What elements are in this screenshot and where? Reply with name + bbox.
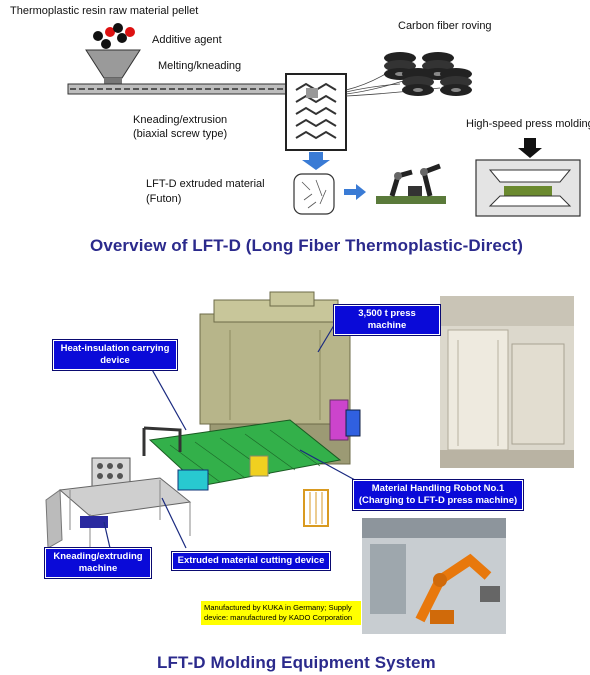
down-arrow-icon (302, 152, 330, 170)
carbon-fiber-spools-icon (384, 52, 472, 96)
kneading-machine-model (45, 457, 192, 549)
press-label: High-speed press molding (466, 118, 590, 130)
melting-label: Melting/kneading (158, 60, 242, 72)
kneading-sublabel: (biaxial screw type) (133, 128, 228, 140)
manufacturer-note-line2: device: manufactured by KADO Corporation (204, 613, 353, 622)
press-machine-label: 3,500 t press machine (334, 305, 440, 335)
carbon-fiber-label: Carbon fiber roving (398, 20, 492, 32)
robot-label-line2: (Charging to LFT-D press machine) (358, 495, 518, 506)
manufacturer-note: Manufactured by KUKA in Germany; Supply … (201, 601, 361, 625)
heat-insulation-label-line1: Heat-insulation carrying (60, 343, 170, 354)
heat-insulation-label: Heat-insulation carrying device (53, 340, 177, 370)
overview-title: Overview of LFT-D (Long Fiber Thermoplas… (90, 236, 523, 255)
robot-photo (362, 518, 506, 634)
kneading-label: Kneading/extrusion (133, 114, 228, 126)
heat-insulation-label-line2: device (100, 355, 130, 366)
press-icon (475, 138, 581, 217)
pellet-label: Thermoplastic resin raw material pellet (10, 5, 199, 17)
conveyor-platform-model (148, 399, 361, 491)
kneading-machine-label: Kneading/extruding machine (45, 548, 151, 578)
equipment-title: LFT-D Molding Equipment System (157, 653, 436, 672)
kneading-machine-label-line2: machine (78, 563, 118, 574)
robot-arms-icon (376, 163, 446, 204)
additive-label: Additive agent (152, 34, 222, 46)
lftd-material-label: LFT-D extruded material (146, 178, 265, 190)
lftd-material-sublabel: (Futon) (146, 193, 182, 205)
manufacturer-note-line1: Manufactured by KUKA in Germany; Supply (204, 603, 352, 612)
pellet-dots (93, 23, 135, 49)
safety-gate-model (303, 489, 329, 527)
cutting-device-label: Extruded material cutting device (172, 552, 330, 570)
robot-label: Material Handling Robot No.1 (Charging t… (353, 480, 523, 510)
robot-label-line1: Material Handling Robot No.1 (371, 483, 505, 494)
kneading-machine-label-line1: Kneading/extruding (53, 551, 143, 562)
right-arrow-icon (344, 184, 366, 200)
press-machine-photo (440, 296, 574, 468)
